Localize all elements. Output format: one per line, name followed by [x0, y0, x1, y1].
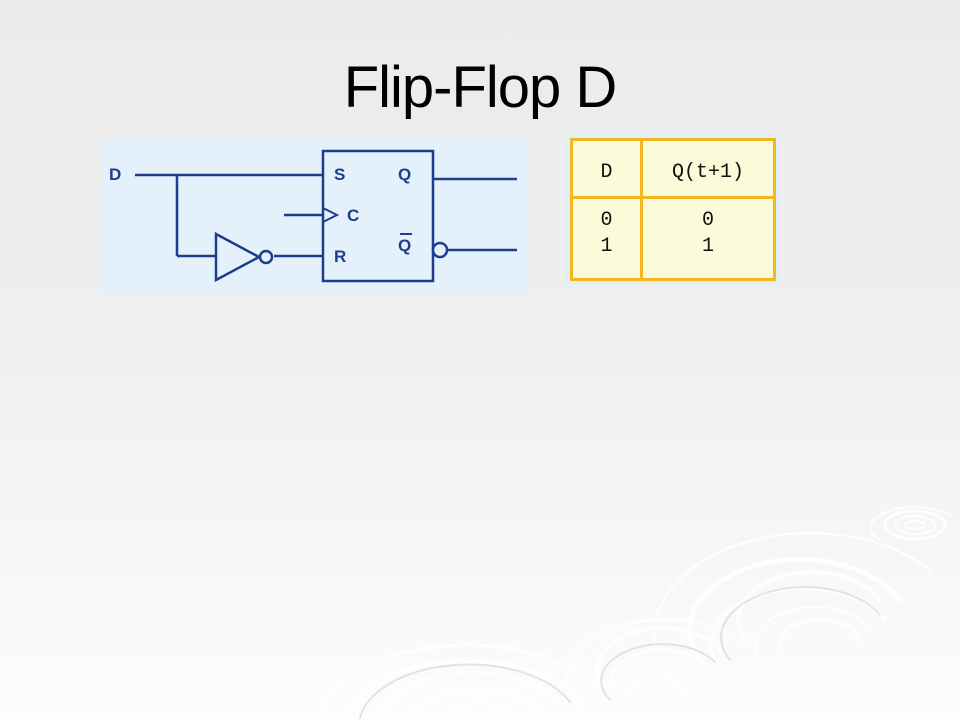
truth-table-panel: D Q(t+1) 0 0 1 1 [565, 133, 779, 284]
input-label-d: D [109, 165, 121, 184]
flip-flop-block [321, 149, 435, 283]
cell-q-row-1: 0 [701, 209, 714, 232]
cell-q-row-2: 1 [701, 235, 714, 258]
circuit-wires [135, 173, 517, 258]
ff-input-c: C [347, 206, 359, 225]
truth-table-column-divider [640, 141, 643, 278]
inverter-bubble-icon [258, 249, 274, 265]
ff-output-q: Q [398, 165, 411, 184]
header-d: D [600, 161, 613, 184]
truth-table: D Q(t+1) 0 0 1 1 [570, 138, 776, 281]
flip-flop-circuit-diagram: D S C R Q Q [101, 140, 529, 293]
truth-table-header-row [573, 141, 773, 199]
header-q-next: Q(t+1) [671, 161, 744, 184]
q-bar-bubble-icon [431, 241, 449, 259]
cell-d-row-2: 1 [600, 235, 613, 258]
clock-triangle-icon [322, 207, 340, 223]
ff-output-q-bar: Q [398, 236, 411, 255]
slide-title: Flip-Flop D [343, 55, 618, 120]
ff-input-s: S [334, 165, 345, 184]
ff-input-r: R [334, 247, 346, 266]
cell-d-row-1: 0 [600, 209, 613, 232]
inverter-gate-icon [214, 231, 262, 283]
